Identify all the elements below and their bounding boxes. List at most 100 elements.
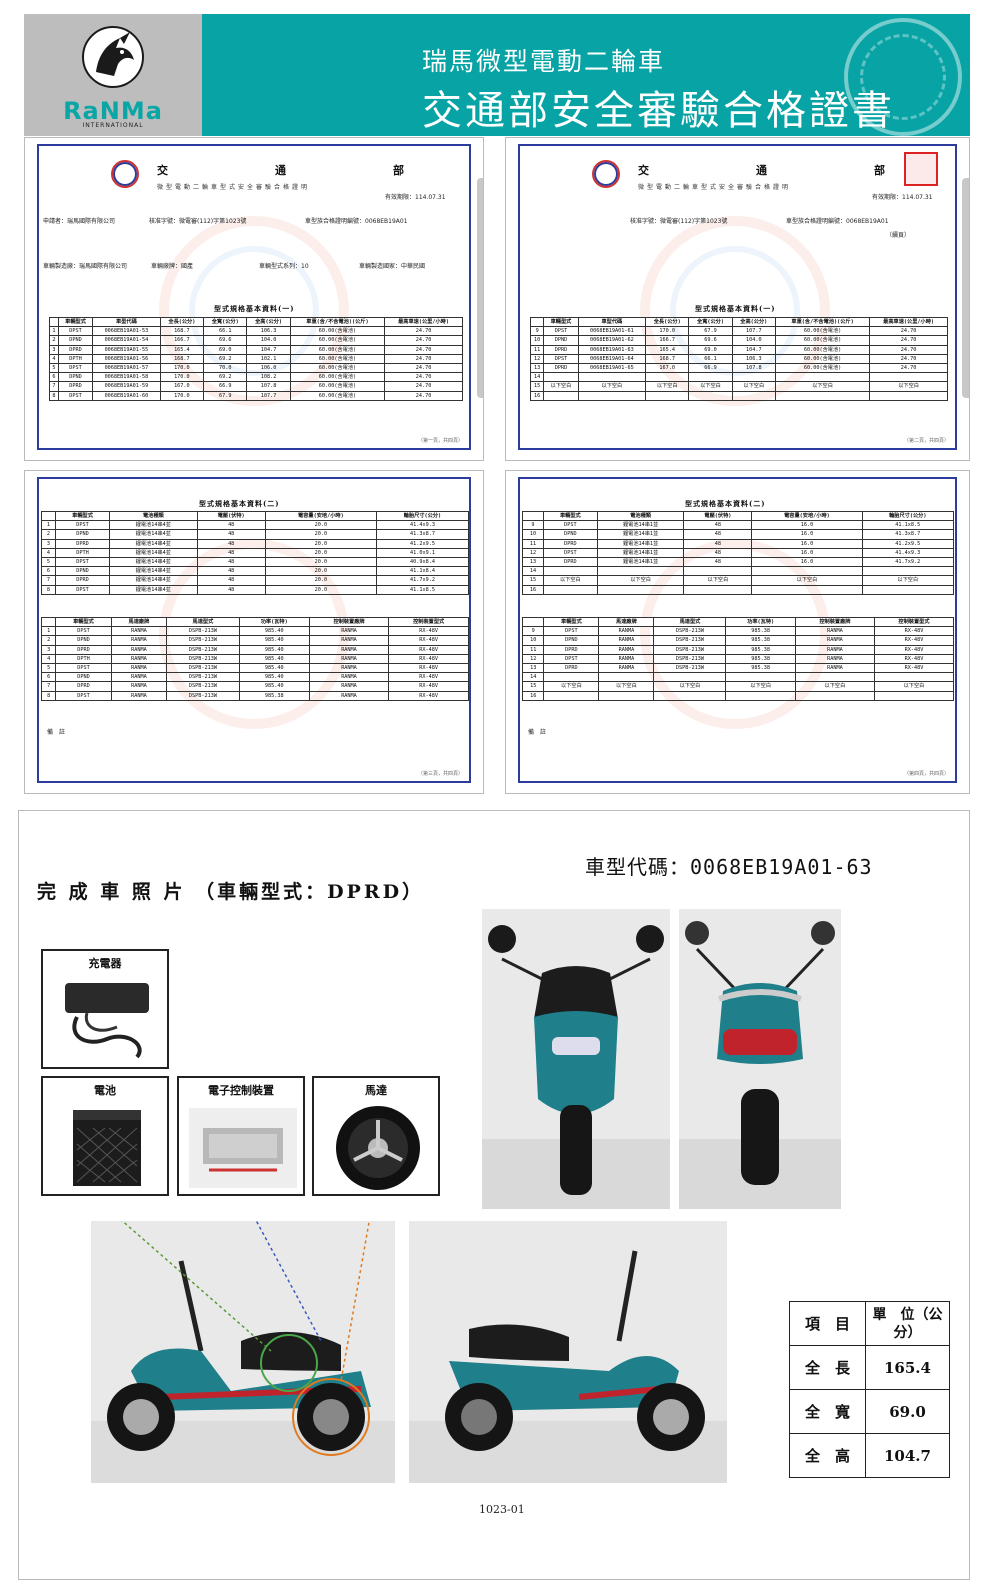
- table-cell: 1: [49, 326, 59, 337]
- table-cell: 168.7: [159, 353, 205, 365]
- table-cell: [688, 390, 733, 401]
- table-cell: RX-48V: [388, 626, 469, 637]
- battery-label: 電池: [94, 1084, 116, 1097]
- table-cell: DSPB-213W: [653, 635, 727, 646]
- table-header-cell: 馬達廠牌: [110, 616, 168, 628]
- table-cell: 以下空白: [577, 381, 647, 392]
- table-cell: 41.4x9.3: [861, 547, 955, 559]
- table-cell: 165.4: [159, 344, 205, 355]
- table-cell: 16.0: [751, 538, 863, 549]
- side-tab: [962, 178, 969, 398]
- table-cell: 鋰電池14串4並: [109, 584, 198, 595]
- scooter-rear-icon: [679, 921, 841, 1209]
- table-cell: 24.70: [384, 335, 463, 346]
- table-header-cell: 車型代碼: [92, 316, 161, 328]
- table-cell: 104.0: [246, 335, 291, 346]
- cert-agency: 交 通 部: [157, 164, 452, 177]
- table-cell: 以下空白: [861, 575, 955, 586]
- table-cell: RANMA: [794, 626, 875, 637]
- table-cell: 102.1: [246, 353, 291, 365]
- table-cell: [653, 672, 727, 683]
- table-cell: 0068EB19A01-64: [577, 353, 647, 365]
- table-cell: 0068EB19A01-55: [92, 344, 161, 355]
- table-cell: 41.2x9.5: [375, 538, 470, 549]
- national-emblem-icon: [111, 160, 139, 188]
- table-cell: 24.70: [384, 326, 463, 337]
- table-cell: DSPB-213W: [166, 653, 240, 665]
- table-cell: 24.70: [869, 344, 948, 355]
- table-header-cell: 全高(公分): [246, 316, 291, 328]
- table-cell: DPND: [57, 372, 94, 383]
- table-cell: 69.2: [203, 353, 248, 365]
- table-header-cell: [40, 616, 57, 628]
- dimension-row: 全 寬 69.0: [789, 1389, 950, 1434]
- dimension-label: 全 高: [789, 1433, 866, 1478]
- table-header-cell: 電容量(安培/小時): [751, 510, 863, 522]
- table-cell: DPST: [57, 363, 94, 374]
- table-cell: [731, 390, 776, 401]
- cert-number: 車型族合格證明編號：0068EB19A01: [786, 218, 889, 225]
- table-header-cell: 車重(含/不含電池)(公斤): [774, 316, 871, 328]
- table-cell: RANMA: [308, 626, 390, 637]
- watermark-seal-icon: [159, 216, 349, 406]
- table-cell: 24.70: [384, 390, 463, 401]
- table-cell: [598, 690, 655, 701]
- table-cell: 5: [40, 663, 57, 674]
- table-cell: 5: [41, 557, 56, 568]
- table-cell: [653, 690, 727, 701]
- logo-panel: RaNMa INTERNATIONAL: [24, 14, 202, 136]
- table-cell: 24.70: [384, 344, 463, 355]
- table-cell: 24.70: [869, 335, 948, 346]
- table-cell: DPRD: [55, 681, 112, 692]
- table-cell: [596, 566, 685, 577]
- table-cell: 0068EB19A01-59: [92, 381, 161, 392]
- table-cell: 10: [522, 529, 544, 540]
- table-cell: 985.40: [238, 626, 310, 637]
- table-cell: RX-48V: [873, 626, 955, 637]
- table-cell: 14: [529, 372, 545, 383]
- table-cell: RX-48V: [873, 663, 955, 674]
- table-cell: RANMA: [110, 663, 168, 674]
- table-cell: 1: [41, 520, 56, 531]
- table-cell: 20.0: [264, 547, 377, 559]
- table-cell: [774, 372, 871, 383]
- table-cell: 15: [521, 681, 545, 692]
- table-cell: [543, 690, 600, 701]
- table-cell: RANMA: [110, 653, 168, 665]
- table-cell: DPRD: [57, 344, 94, 355]
- table-cell: RX-48V: [388, 690, 469, 701]
- table-cell: RANMA: [110, 644, 168, 655]
- table-cell: 14: [522, 566, 544, 577]
- table-cell: RX-48V: [388, 681, 469, 692]
- table-cell: DSPB-213W: [166, 635, 240, 646]
- certificate-frame: 型式規格基本資料(二) 車輛型式電池種類電壓(伏特)電容量(安培/小時)輪胎尺寸…: [518, 477, 957, 783]
- table-cell: 0068EB19A01-57: [92, 363, 161, 374]
- table-cell: 985.40: [238, 672, 310, 683]
- table-cell: [751, 584, 863, 595]
- table-cell: 985.40: [238, 635, 310, 646]
- table-header-cell: 控制裝置廠牌: [794, 616, 875, 628]
- table-cell: DPND: [543, 635, 600, 646]
- table-cell: [543, 390, 579, 401]
- table-cell: 985.38: [238, 690, 310, 701]
- side-view-left-photo: [91, 1221, 395, 1483]
- table-cell: RANMA: [598, 644, 655, 655]
- table-cell: 10: [529, 335, 545, 346]
- table-cell: 11: [521, 644, 545, 655]
- table-cell: DPST: [543, 353, 579, 365]
- table-cell: 60.00(含電池): [774, 326, 871, 337]
- table-cell: 60.00(含電池): [289, 344, 386, 355]
